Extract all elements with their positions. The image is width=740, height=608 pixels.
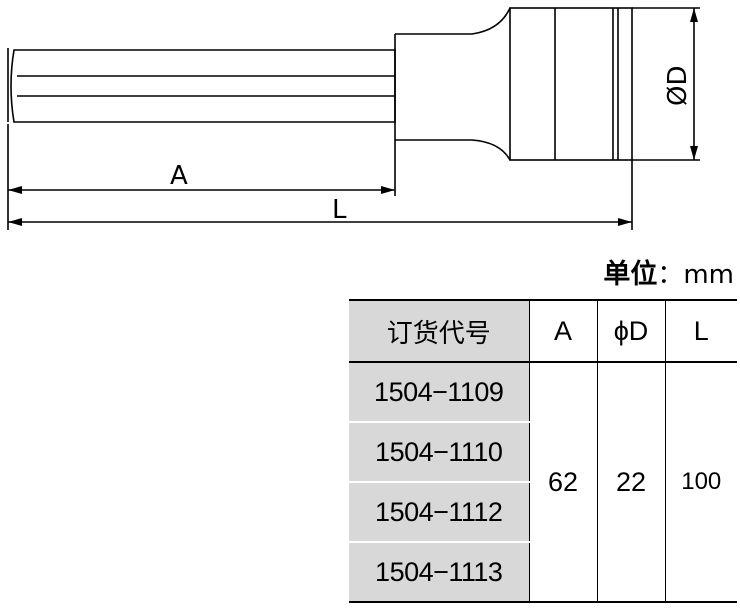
- order-code-cell: 1504−1112: [349, 482, 530, 543]
- header-d: ϕD: [596, 299, 666, 363]
- spec-table: 订货代号 A ϕD L 1504−1109 62 22 100 1504−111…: [349, 299, 737, 603]
- dim-label-d: ØD: [663, 66, 693, 107]
- value-l-cell: 100: [664, 362, 737, 603]
- unit-caption: 单位: [603, 259, 658, 290]
- unit-value: ：mm: [657, 260, 734, 290]
- table-row: 1504−1113: [349, 542, 737, 603]
- hex-bit-outline: [7, 48, 396, 123]
- header-l: L: [664, 299, 737, 363]
- table-row: 1504−1112: [349, 482, 737, 543]
- header-a: A: [528, 299, 598, 363]
- dim-label-l: L: [332, 195, 347, 225]
- value-d-cell: 22: [596, 362, 666, 603]
- order-code-cell: 1504−1110: [349, 422, 530, 483]
- socket-body-outline: [394, 7, 633, 161]
- header-order-code: 订货代号: [349, 299, 530, 363]
- socket-technical-drawing: A L ØD: [7, 7, 700, 230]
- order-code-cell: 1504−1109: [349, 362, 530, 423]
- table-header-row: 订货代号 A ϕD L: [349, 299, 737, 363]
- value-a-cell: 62: [528, 362, 598, 603]
- unit-label: 单位：mm: [603, 252, 734, 291]
- order-code-cell: 1504−1113: [349, 542, 530, 603]
- table-row: 1504−1110: [349, 422, 737, 483]
- dim-label-a: A: [170, 161, 188, 191]
- table-row: 1504−1109 62 22 100: [349, 362, 737, 603]
